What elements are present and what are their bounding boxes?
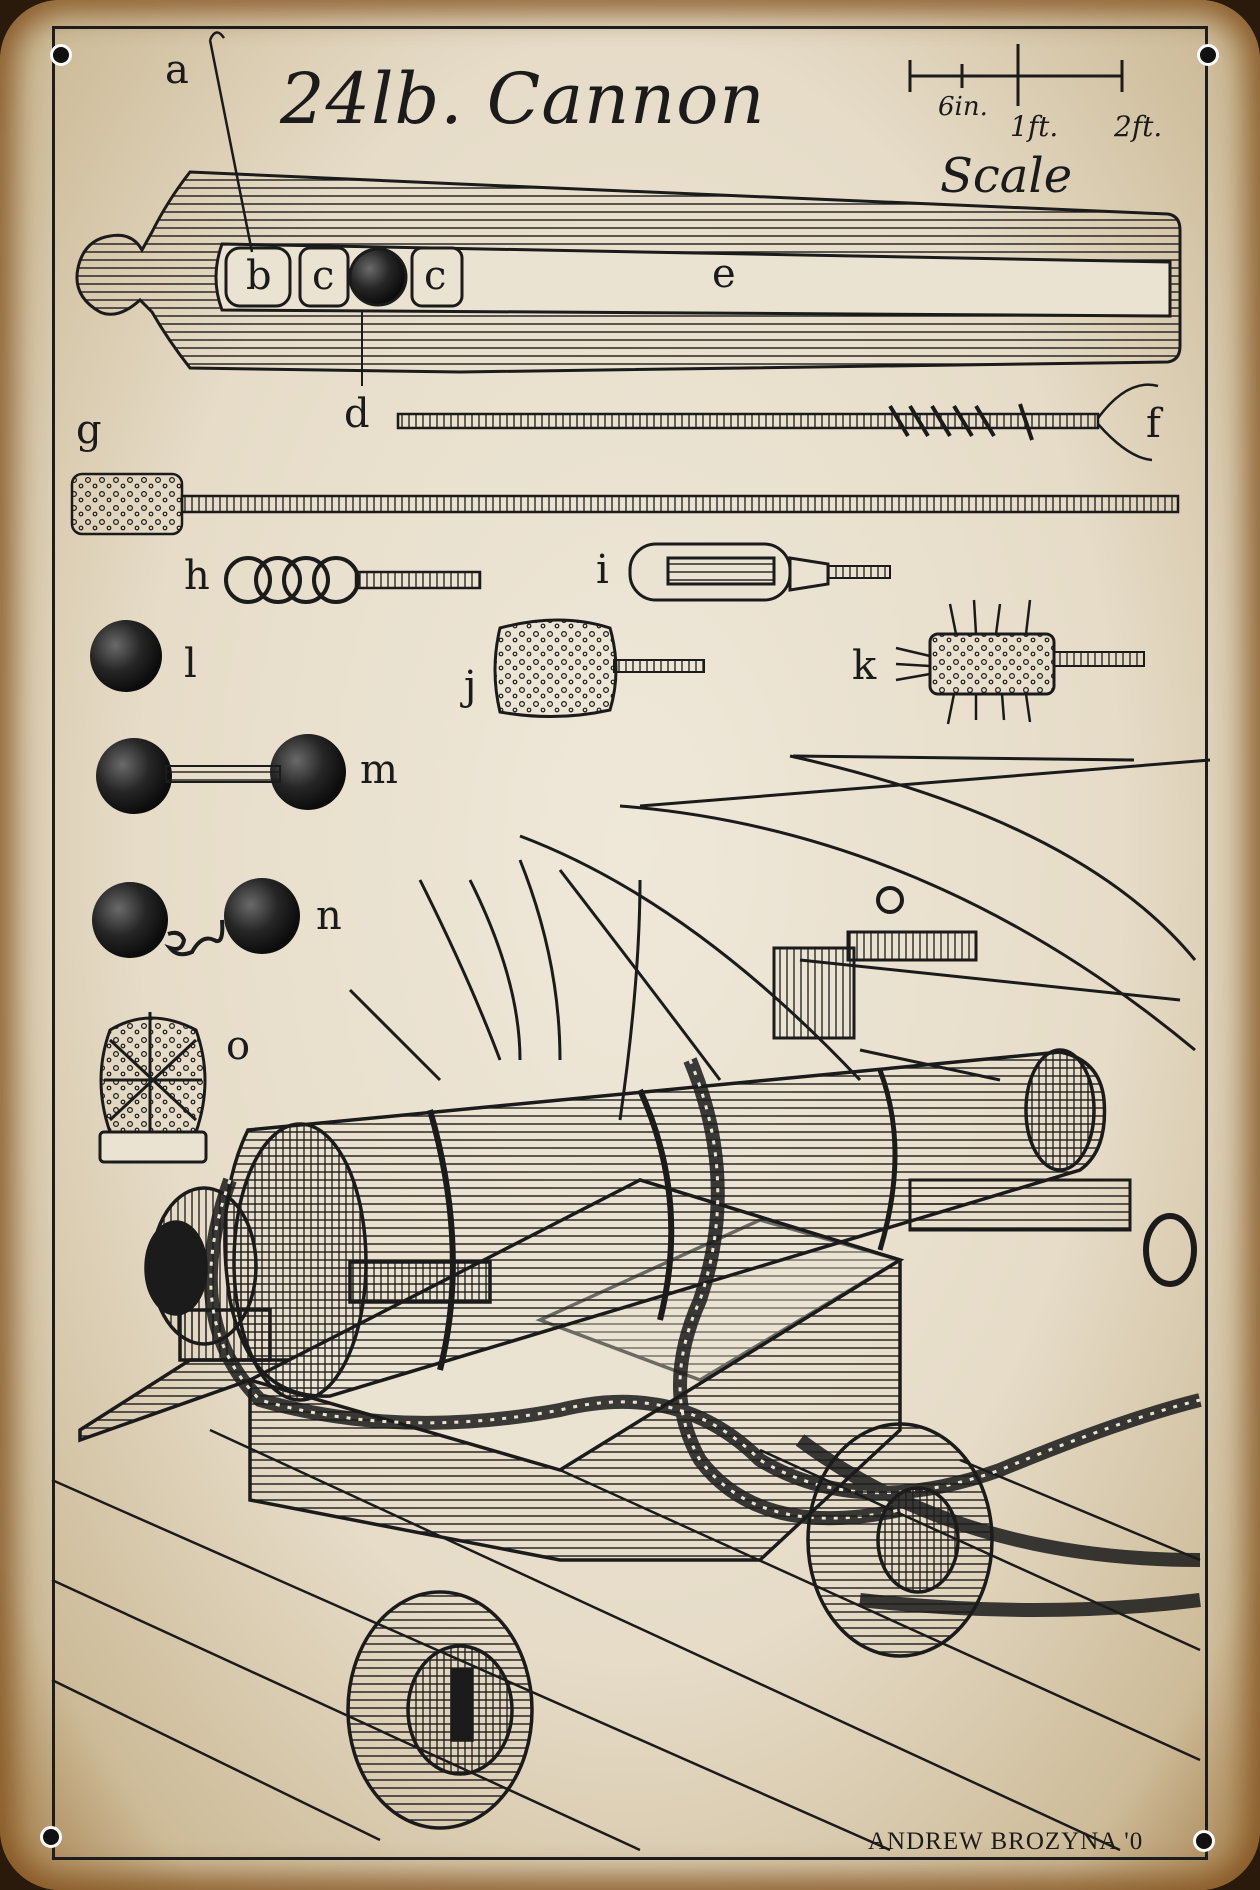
diagram-title: 24lb. Cannon bbox=[280, 58, 766, 140]
mounting-hole-bottom-right bbox=[1193, 1830, 1215, 1852]
label-l: l bbox=[184, 641, 197, 687]
scale-bar bbox=[908, 44, 1124, 106]
label-c-first: c bbox=[312, 253, 335, 299]
ship-hull-background bbox=[348, 754, 1211, 1121]
carriage-wheel-rear bbox=[806, 1422, 994, 1658]
artist-credit: ANDREW BROZYNA '0 bbox=[868, 1828, 1144, 1855]
carriage-wheel-front bbox=[346, 1590, 534, 1830]
label-a: a bbox=[165, 47, 189, 93]
bar-shot-m bbox=[96, 734, 346, 814]
scale-tick-2ft: 2ft. bbox=[1114, 110, 1163, 143]
grape-shot-o bbox=[98, 1012, 208, 1164]
brush-tool-k bbox=[895, 599, 1145, 725]
label-j: j bbox=[464, 663, 477, 709]
label-i: i bbox=[596, 547, 609, 593]
scale-label: Scale bbox=[940, 148, 1073, 204]
label-m: m bbox=[360, 747, 398, 793]
label-e: e bbox=[712, 251, 736, 297]
chain-shot-n bbox=[92, 878, 300, 958]
label-b: b bbox=[246, 253, 272, 299]
mounting-hole-bottom-left bbox=[40, 1826, 62, 1848]
rammer-staff-f bbox=[396, 383, 1159, 462]
label-f: f bbox=[1146, 401, 1161, 447]
label-d: d bbox=[344, 391, 370, 437]
round-shot-l bbox=[90, 620, 162, 692]
scale-tick-1ft: 1ft. bbox=[1010, 110, 1059, 143]
worm-tool-h bbox=[224, 556, 482, 604]
label-k: k bbox=[852, 643, 877, 689]
cannon-cutaway-diagram bbox=[75, 31, 1182, 386]
cannon-barrel bbox=[144, 1048, 1107, 1402]
inner-frame-border bbox=[52, 26, 1208, 1860]
label-h: h bbox=[184, 553, 210, 599]
scale-tick-6in: 6in. bbox=[938, 92, 988, 122]
sponge-staff-g bbox=[70, 472, 1180, 536]
label-c-second: c bbox=[424, 253, 447, 299]
mounting-hole-top-left bbox=[50, 44, 72, 66]
mounting-hole-top-right bbox=[1197, 44, 1219, 66]
label-n: n bbox=[316, 893, 342, 939]
label-g: g bbox=[76, 407, 102, 453]
eye-bolt bbox=[876, 886, 904, 914]
sponge-tool-j bbox=[493, 618, 705, 719]
ring-bolt bbox=[1143, 1213, 1197, 1287]
ladle-tool-i bbox=[628, 542, 891, 602]
label-o: o bbox=[226, 1023, 251, 1069]
